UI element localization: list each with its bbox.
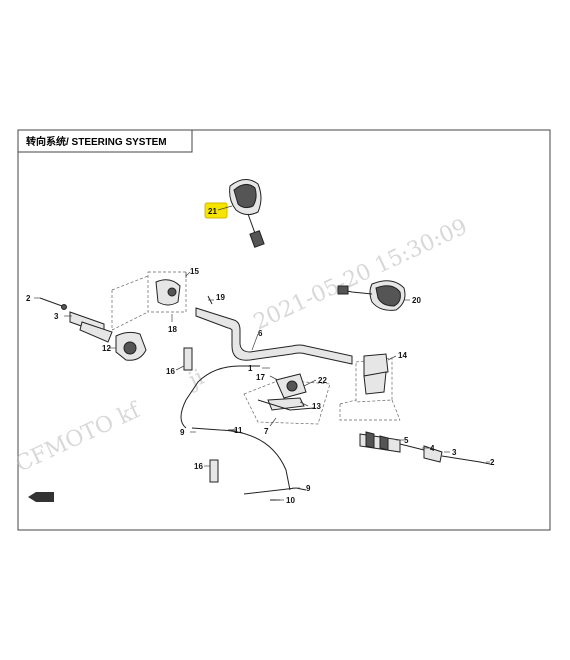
diagram-title: 转向系统/ STEERING SYSTEM	[26, 135, 167, 148]
watermark: 2021-05-20 15:30:09 CFMOTO kf ji	[12, 214, 471, 477]
grip-right	[359, 431, 491, 465]
bracket-assembly-left	[111, 271, 187, 331]
callout-6: 6	[258, 329, 263, 338]
callout-labels: 21 15 19 20 2 3 18 6 12 14 16 1 17 22 13…	[26, 207, 495, 505]
callout-highlight	[204, 202, 228, 219]
callout-9-lower: 9	[306, 484, 311, 493]
callout-16-upper: 16	[166, 367, 175, 376]
callout-19: 19	[216, 293, 225, 302]
watermark-timestamp: 2021-05-20 15:30:09	[250, 214, 471, 335]
callout-21: 21	[208, 207, 217, 216]
callout-17: 17	[256, 373, 265, 382]
arrow-icon	[28, 492, 54, 502]
callout-5: 5	[404, 436, 409, 445]
bracket-assembly-right	[339, 353, 401, 421]
callout-14: 14	[398, 351, 407, 360]
cable	[191, 427, 291, 491]
callout-22: 22	[318, 376, 327, 385]
callout-18: 18	[168, 325, 177, 334]
handlebar	[195, 307, 353, 365]
callout-15: 15	[190, 267, 199, 276]
switch-housing-left	[115, 331, 147, 361]
callout-2-right: 2	[490, 458, 495, 467]
mirror-left	[229, 179, 265, 248]
callout-13: 13	[312, 402, 321, 411]
callout-4: 4	[430, 444, 435, 453]
callout-1: 1	[248, 364, 253, 373]
lever-assembly	[243, 373, 331, 425]
callout-20: 20	[412, 296, 421, 305]
diagram-frame	[17, 129, 551, 531]
cable-lower	[243, 487, 307, 495]
callout-7: 7	[264, 427, 269, 436]
callout-3-right: 3	[452, 448, 457, 457]
watermark-brand: CFMOTO kf	[12, 397, 146, 477]
callout-16-lower: 16	[194, 462, 203, 471]
callout-12: 12	[102, 344, 111, 353]
callout-11: 11	[234, 426, 243, 435]
callout-2-left: 2	[26, 294, 31, 303]
callout-10: 10	[286, 496, 295, 505]
throttle-left	[39, 297, 113, 343]
callout-9-upper: 9	[180, 428, 185, 437]
title-box	[17, 129, 193, 153]
leader-lines	[34, 205, 490, 501]
callout-3-left: 3	[54, 312, 59, 321]
cable	[180, 365, 260, 429]
mirror-right	[337, 280, 406, 311]
